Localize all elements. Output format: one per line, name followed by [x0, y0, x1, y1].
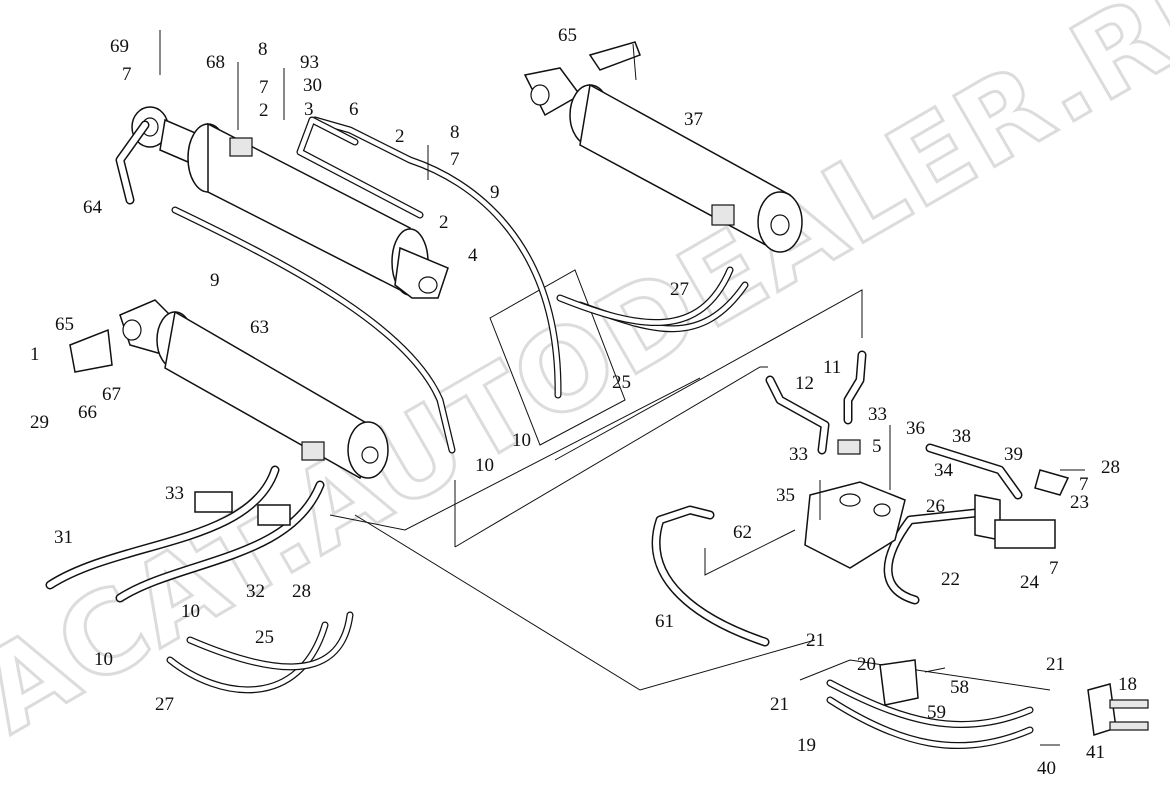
part-label-l68: 68 — [206, 52, 225, 73]
part-label-l35: 35 — [776, 485, 795, 506]
valve-block — [194, 439, 1149, 736]
part-label-l31: 31 — [54, 527, 73, 548]
part-label-l8a: 8 — [258, 39, 268, 60]
part-label-l27b: 27 — [155, 694, 174, 715]
part-label-l27a: 27 — [670, 279, 689, 300]
part-label-l19: 19 — [797, 735, 816, 756]
part-label-l28b: 28 — [292, 581, 311, 602]
part-label-l21b: 21 — [1046, 654, 1065, 675]
part-label-l10c: 10 — [181, 601, 200, 622]
part-label-l7a: 7 — [122, 64, 132, 85]
part-label-l33b: 33 — [789, 444, 808, 465]
hydraulic-cylinder-lower-left — [69, 299, 389, 480]
part-label-l30: 30 — [303, 75, 322, 96]
part-label-l37: 37 — [684, 109, 703, 130]
part-label-l32: 32 — [246, 581, 265, 602]
part-label-l9b: 9 — [210, 270, 220, 291]
part-label-l38: 38 — [952, 426, 971, 447]
part-label-l18: 18 — [1118, 674, 1137, 695]
part-label-l7d: 7 — [1079, 474, 1089, 495]
part-label-l26: 26 — [926, 496, 945, 517]
hydraulic-pipes — [45, 120, 1023, 647]
part-label-l61: 61 — [655, 611, 674, 632]
part-label-l40: 40 — [1037, 758, 1056, 779]
part-label-l2a: 2 — [259, 100, 269, 121]
part-label-l2b: 2 — [395, 126, 405, 147]
part-label-l64: 64 — [83, 197, 103, 218]
part-label-l2c: 2 — [439, 212, 449, 233]
part-label-l69: 69 — [110, 36, 129, 57]
part-label-l10d: 10 — [94, 649, 113, 670]
part-label-l93: 93 — [300, 52, 319, 73]
part-label-l33c: 33 — [165, 483, 184, 504]
part-label-l34: 34 — [934, 460, 954, 481]
part-label-l41: 41 — [1086, 742, 1105, 763]
part-label-l65a: 65 — [558, 25, 577, 46]
hydraulic-cylinder-upper-left — [131, 106, 449, 299]
hydraulic-cylinder-upper-right — [523, 41, 803, 253]
part-label-l5: 5 — [872, 436, 882, 457]
part-label-l62: 62 — [733, 522, 752, 543]
part-label-l7e: 7 — [1049, 558, 1059, 579]
part-label-l67: 67 — [102, 384, 121, 405]
part-label-l25a: 25 — [612, 372, 631, 393]
part-label-l20: 20 — [857, 654, 876, 675]
part-label-l24: 24 — [1020, 572, 1040, 593]
part-label-l58: 58 — [950, 677, 969, 698]
part-label-l25b: 25 — [255, 627, 274, 648]
part-label-l65b: 65 — [55, 314, 74, 335]
part-label-l10a: 10 — [512, 430, 531, 451]
part-label-l1: 1 — [30, 344, 40, 365]
part-label-l12: 12 — [795, 373, 814, 394]
part-label-l21c: 21 — [770, 694, 789, 715]
part-label-l7b: 7 — [259, 77, 269, 98]
part-label-l66: 66 — [78, 402, 97, 423]
part-label-l4: 4 — [468, 245, 478, 266]
part-label-l21a: 21 — [806, 630, 825, 651]
part-label-l7c: 7 — [450, 149, 460, 170]
part-label-l3: 3 — [304, 99, 314, 120]
part-label-l29: 29 — [30, 412, 49, 433]
part-label-l8b: 8 — [450, 122, 460, 143]
part-label-l11: 11 — [823, 357, 841, 378]
part-label-l6: 6 — [349, 99, 359, 120]
part-label-l9a: 9 — [490, 182, 500, 203]
hydraulic-hoses — [166, 116, 1034, 750]
part-label-l28a: 28 — [1101, 457, 1120, 478]
part-label-l23: 23 — [1070, 492, 1089, 513]
part-label-l36: 36 — [906, 418, 925, 439]
assembly-outlines — [329, 269, 1051, 691]
part-label-l22: 22 — [941, 569, 960, 590]
part-label-l59: 59 — [927, 702, 946, 723]
part-label-l39: 39 — [1004, 444, 1023, 465]
part-label-l33a: 33 — [868, 404, 887, 425]
bolts — [159, 30, 1085, 746]
part-label-l10b: 10 — [475, 455, 494, 476]
part-label-l63: 63 — [250, 317, 269, 338]
